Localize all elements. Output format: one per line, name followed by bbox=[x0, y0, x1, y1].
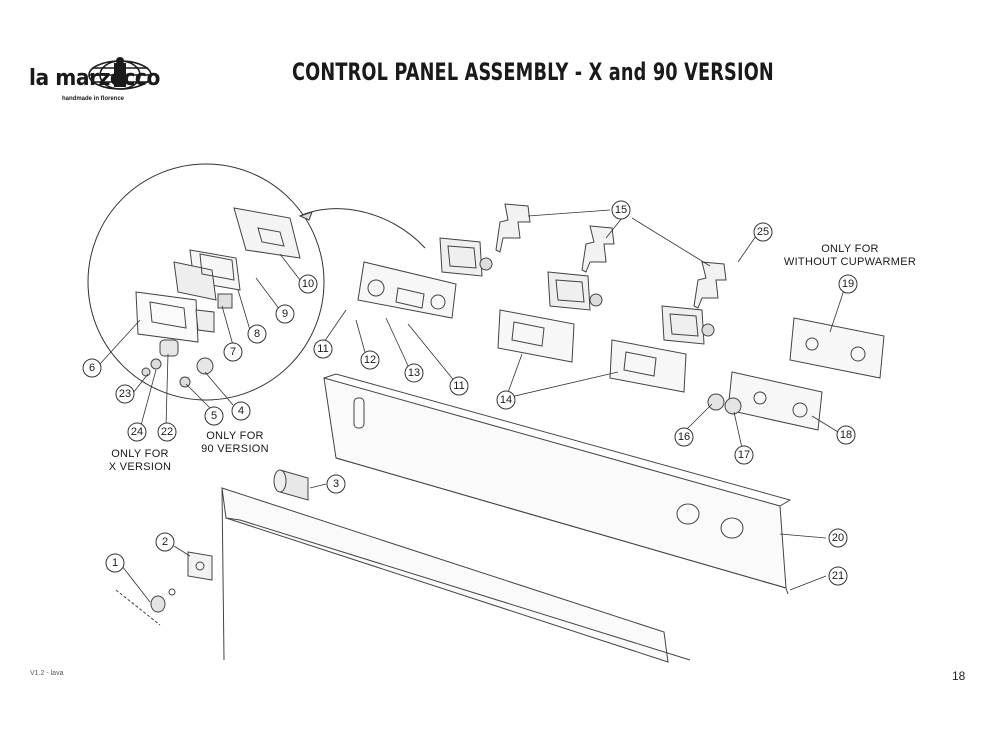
bracket-15-c bbox=[693, 261, 727, 309]
brand-name: la marzocco bbox=[29, 66, 160, 91]
note-x-version: ONLY FOR X VERSION bbox=[100, 448, 180, 474]
note-cupwarmer: ONLY FOR WITHOUT CUPWARMER bbox=[778, 243, 922, 269]
callout-13: 13 bbox=[408, 367, 420, 379]
note-cupwarmer-line1: ONLY FOR bbox=[821, 243, 879, 255]
callout-6: 6 bbox=[89, 362, 95, 374]
note-90-version-line1: ONLY FOR bbox=[206, 430, 264, 442]
bracket-15-b bbox=[581, 225, 615, 273]
callout-24: 24 bbox=[131, 426, 143, 438]
footer-version: V1.2 - lava bbox=[30, 670, 64, 677]
knob-16 bbox=[707, 393, 725, 411]
callout-11-a: 11 bbox=[317, 343, 328, 355]
frame-19 bbox=[789, 317, 885, 379]
note-cupwarmer-line2: WITHOUT CUPWARMER bbox=[783, 256, 917, 268]
callout-9: 9 bbox=[282, 308, 288, 320]
callout-1: 1 bbox=[112, 557, 118, 569]
detail-arrow bbox=[299, 208, 426, 249]
frame-13 bbox=[357, 261, 457, 319]
callout-18: 18 bbox=[840, 429, 852, 441]
exploded-diagram: 1 2 3 4 5 6 7 8 9 10 11 11 12 13 14 15 1… bbox=[82, 163, 885, 663]
plate-2 bbox=[187, 551, 213, 581]
callout-3: 3 bbox=[333, 478, 339, 490]
callout-7: 7 bbox=[230, 346, 236, 358]
knob-17 bbox=[724, 397, 742, 415]
note-90-version-line2: 90 VERSION bbox=[201, 443, 269, 455]
callout-14: 14 bbox=[500, 394, 512, 406]
frame-18 bbox=[727, 371, 823, 431]
detail-circle bbox=[87, 163, 325, 401]
callout-2: 2 bbox=[162, 536, 168, 548]
callout-5: 5 bbox=[211, 410, 217, 422]
note-90-version: ONLY FOR 90 VERSION bbox=[192, 430, 278, 456]
display-module-c bbox=[661, 305, 715, 345]
detail-housing bbox=[135, 291, 215, 343]
knob-1 bbox=[115, 588, 176, 626]
globe-logo-icon bbox=[88, 57, 152, 90]
callout-10: 10 bbox=[302, 278, 314, 290]
callout-12: 12 bbox=[364, 354, 376, 366]
callout-8: 8 bbox=[254, 328, 260, 340]
callout-21: 21 bbox=[832, 570, 844, 582]
display-module-b bbox=[547, 271, 603, 311]
display-module-a bbox=[439, 237, 493, 277]
frame-14-b bbox=[609, 339, 687, 393]
detail-display bbox=[173, 249, 241, 301]
callout-23: 23 bbox=[119, 388, 131, 400]
panel-20 bbox=[323, 373, 792, 595]
page-title: CONTROL PANEL ASSEMBLY - X and 90 VERSIO… bbox=[292, 58, 774, 86]
note-x-version-line1: ONLY FOR bbox=[111, 448, 169, 460]
callout-11-b: 11 bbox=[453, 380, 464, 392]
page-number: 18 bbox=[952, 669, 966, 683]
panel-21 bbox=[221, 487, 691, 663]
callout-20: 20 bbox=[832, 532, 844, 544]
callout-22: 22 bbox=[161, 426, 173, 438]
detail-plate bbox=[233, 207, 301, 259]
callout-19: 19 bbox=[842, 278, 854, 290]
callout-25: 25 bbox=[757, 226, 769, 238]
callout-17: 17 bbox=[738, 449, 750, 461]
note-x-version-line2: X VERSION bbox=[108, 461, 172, 473]
frame-14-a bbox=[497, 309, 575, 363]
brand-tagline: handmade in florence bbox=[62, 96, 125, 102]
callout-16: 16 bbox=[678, 431, 690, 443]
callout-4: 4 bbox=[238, 405, 244, 417]
motor-3 bbox=[273, 469, 309, 501]
bracket-15-a bbox=[495, 203, 531, 253]
callout-15: 15 bbox=[615, 204, 627, 216]
